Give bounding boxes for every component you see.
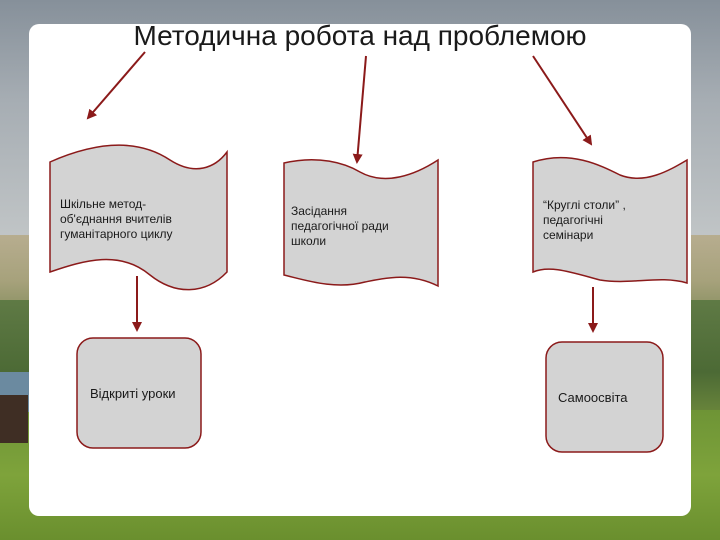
node-label-box2: Засідання педагогічної ради школи (291, 204, 389, 248)
node-label-box1: Шкільне метод- об'єднання вчителів гуман… (60, 197, 173, 241)
document-shape-box2 (283, 158, 439, 288)
arrow-title-to-box2 (352, 55, 367, 164)
arrow-title-to-box3 (532, 55, 593, 146)
rounded-rect-box4 (76, 337, 202, 449)
arrow-title-to-box1 (86, 51, 146, 120)
node-label-box5: Самоосвіта (558, 390, 628, 405)
rounded-rect-box5 (545, 341, 664, 453)
document-shape-box1 (49, 144, 228, 291)
slide-title: Методична робота над проблемою (133, 20, 587, 51)
node-label-box3: “Круглі столи” , педагогічні семінари (543, 198, 626, 242)
hut (0, 395, 28, 443)
document-shape-box3 (532, 156, 688, 285)
node-label-box4: Відкриті уроки (90, 386, 176, 401)
